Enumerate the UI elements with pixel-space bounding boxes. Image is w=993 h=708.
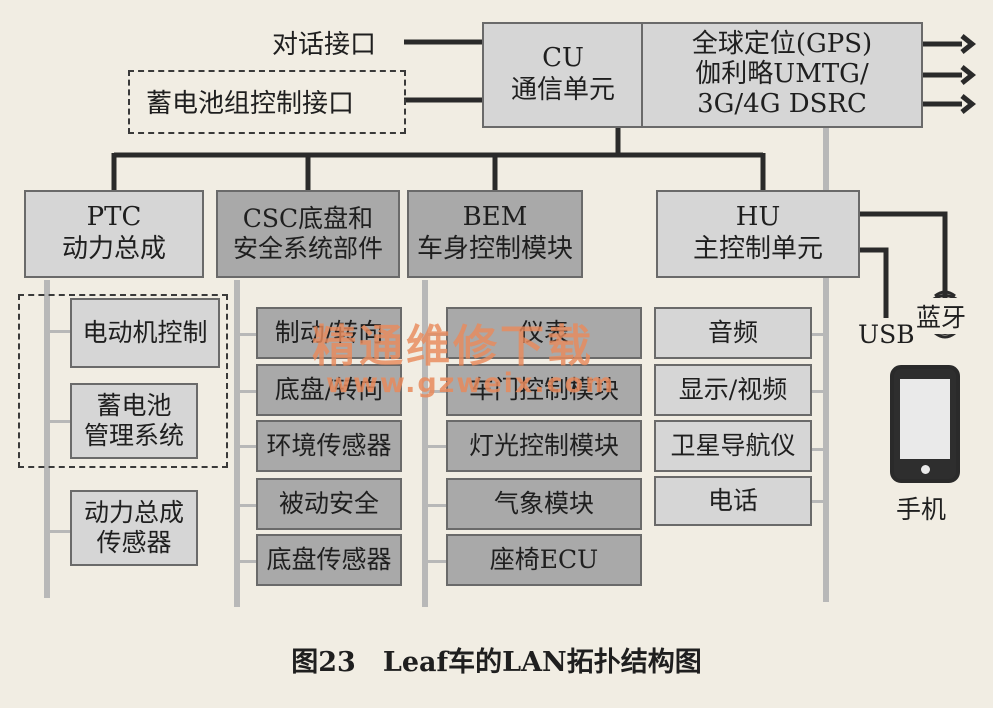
csc-bus	[234, 280, 240, 607]
bem-item: 车门控制模块	[446, 364, 642, 416]
csc-item: 底盘传感器	[256, 534, 402, 586]
dialog-port-label: 对话接口	[272, 30, 377, 60]
csc-item: 制动/转向	[256, 307, 402, 359]
battery-port-frame	[128, 70, 406, 134]
bem-box: BEM 车身控制模块	[407, 190, 583, 278]
ptc-item-motor-control: 电动机控制	[70, 298, 220, 368]
comm-box: 全球定位(GPS) 伽利略UMTG/ 3G/4G DSRC	[641, 22, 923, 128]
csc-box: CSC底盘和 安全系统部件	[216, 190, 400, 278]
ptc-item-battery-mgmt: 蓄电池 管理系统	[70, 383, 198, 459]
hu-box: HU 主控制单元	[656, 190, 860, 278]
csc-item: 被动安全	[256, 478, 402, 530]
gps-label: 全球定位(GPS)	[691, 29, 873, 60]
usb-wire	[860, 247, 889, 318]
battery-port-label: 蓄电池组控制接口	[146, 89, 355, 119]
bem-item: 仪表	[446, 307, 642, 359]
ptc-box: PTC 动力总成	[24, 190, 204, 278]
phone-icon	[890, 365, 960, 483]
usb-label: USB	[858, 320, 915, 349]
bem-item: 气象模块	[446, 478, 642, 530]
cellular-label: 3G/4G DSRC	[697, 88, 867, 119]
csc-item: 底盘/转向	[256, 364, 402, 416]
bem-bus	[422, 280, 428, 607]
bem-item: 座椅ECU	[446, 534, 642, 586]
hu-bus	[823, 126, 829, 602]
csc-item: 环境传感器	[256, 420, 402, 472]
ptc-bus	[44, 280, 50, 598]
antenna-icon	[920, 34, 977, 114]
cu-box: CU 通信单元	[482, 22, 644, 128]
bluetooth-wire	[860, 211, 948, 298]
galileo-label: 伽利略UMTG/	[695, 59, 869, 90]
ptc-item-powertrain-sensor: 动力总成 传感器	[70, 490, 198, 566]
hu-item: 电话	[654, 476, 812, 526]
figure-caption: 图23 Leaf车的LAN拓扑结构图	[291, 647, 702, 678]
phone-label: 手机	[896, 495, 947, 524]
cu-subtitle: 通信单元	[510, 75, 615, 105]
hu-item: 音频	[654, 307, 812, 359]
hu-item: 卫星导航仪	[654, 420, 812, 472]
cu-title: CU	[542, 43, 584, 74]
hu-item: 显示/视频	[654, 364, 812, 416]
bem-item: 灯光控制模块	[446, 420, 642, 472]
bluetooth-label: 蓝牙	[914, 298, 969, 334]
ptc-dashed-group	[18, 294, 228, 468]
